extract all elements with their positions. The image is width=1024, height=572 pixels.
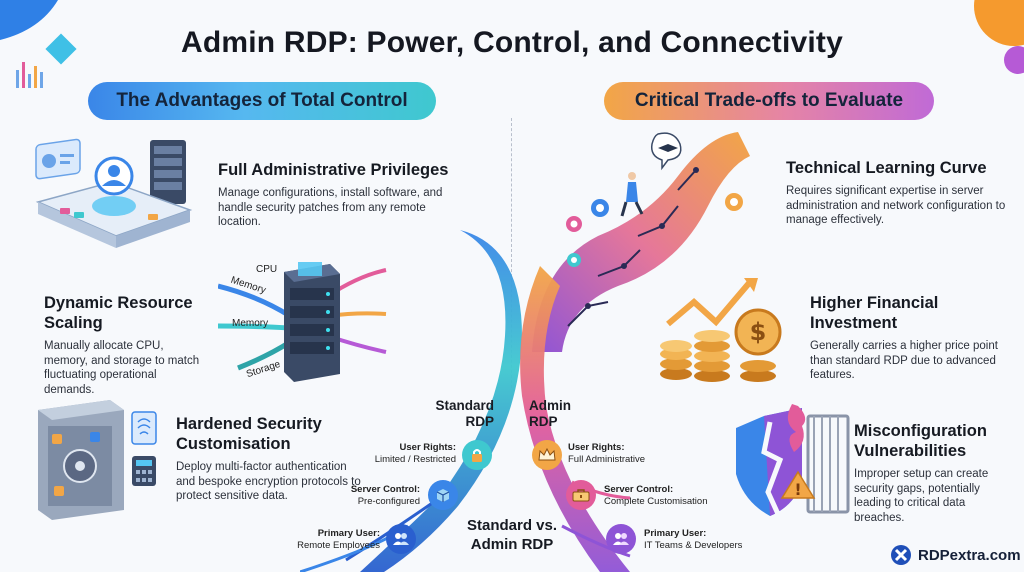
cpu-label: CPU [256,264,278,275]
card-desc: Deploy multi-factor authentication and b… [176,461,361,502]
card-desc: Manage configurations, install software,… [218,187,443,228]
toolbox-icon [566,480,596,510]
card-higher-financial-investment: Higher Financial Investment Generally ca… [810,293,1000,383]
admin-dashboard-icon [35,138,193,248]
learning-curve-icon [532,132,750,352]
card-desc: Generally carries a higher price point t… [810,340,998,381]
card-desc: Requires significant expertise in server… [786,185,1006,226]
card-title: Technical Learning Curve [786,159,987,177]
standard-server-control: Server Control: Pre-configured [336,484,420,508]
card-misconfiguration-vulnerabilities: Misconfiguration Vulnerabilities Imprope… [854,421,1004,525]
coins-chart-icon: $ [660,278,782,382]
card-dynamic-resource-scaling: Dynamic Resource Scaling Manually alloca… [44,293,208,397]
developers-icon [606,524,636,554]
corner-decoration-left [0,0,77,88]
card-title: Higher Financial Investment [810,294,939,332]
card-title: Full Administrative Privileges [218,161,449,179]
center-divider [511,118,512,388]
brand-x-icon [891,545,911,565]
label: Primary User: [317,528,380,539]
value: IT Teams & Developers [644,540,743,551]
value: Full Administrative [568,454,646,465]
card-technical-learning-curve: Technical Learning Curve Requires signif… [786,158,1006,228]
admin-rdp-title: Admin RDP [529,398,571,429]
card-title: Hardened Security Customisation [176,415,322,453]
standard-user-rights: User Rights: Limited / Restricted [350,442,456,466]
broken-shield-icon: ! [736,404,850,516]
box-icon [428,480,458,510]
admin-primary-user: Primary User: IT Teams & Developers [644,528,774,552]
standard-primary-user: Primary User: Remote Employees [290,528,380,552]
advantages-header: The Advantages of Total Control [88,82,436,120]
card-desc: Manually allocate CPU, memory, and stora… [44,340,200,396]
card-desc: Improper setup can create security gaps,… [854,468,989,524]
tradeoffs-header: Critical Trade-offs to Evaluate [604,82,934,120]
brand-name: RDPextra.com [918,546,1021,564]
standard-rdp-title: Standard RDP [435,398,494,429]
admin-user-rights: User Rights: Full Administrative [568,442,678,466]
label: Server Control: [350,484,420,495]
server-resources-icon [218,262,387,382]
label: Primary User: [644,528,707,539]
value: Pre-configured [357,496,420,507]
value: Complete Customisation [604,496,708,507]
corner-decoration-right [974,0,1024,74]
admin-server-control: Server Control: Complete Customisation [604,484,734,508]
users-icon [386,524,416,554]
page-title: Admin RDP: Power, Control, and Connectiv… [181,26,843,59]
svg-text:$: $ [750,318,767,346]
crown-icon [532,440,562,470]
comparison-center-title: Standard vs. Admin RDP [466,517,558,553]
label: User Rights: [568,442,625,453]
card-hardened-security: Hardened Security Customisation Deploy m… [176,414,366,504]
value: Remote Employees [297,540,380,551]
card-full-admin-privileges: Full Administrative Privileges Manage co… [218,160,464,230]
label: User Rights: [399,442,456,453]
value: Limited / Restricted [374,454,456,465]
memory-label-mid: Memory [232,318,269,329]
brand-logo[interactable]: RDPextra.com [890,544,1021,566]
lock-icon [462,440,492,470]
label: Server Control: [604,484,674,495]
svg-text:!: ! [794,480,801,499]
card-title: Dynamic Resource Scaling [44,294,193,332]
security-vault-icon [38,400,157,520]
card-title: Misconfiguration Vulnerabilities [854,422,987,460]
